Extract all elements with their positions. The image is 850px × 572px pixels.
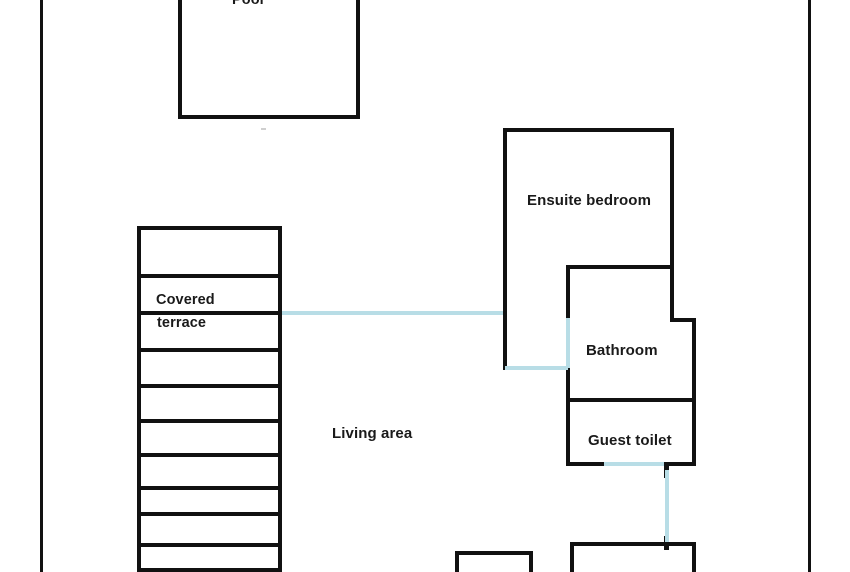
bottom-room-small-wall-left [455,551,459,572]
terrace-slat-1 [137,274,282,278]
bottom-room-large-wall-left [570,542,574,572]
ensuite-wall-left [503,128,507,318]
guest-toilet-jamb-right [662,462,696,466]
door-terrace-to-living [282,311,503,315]
room-label-ensuite-bedroom: Ensuite bedroom [527,192,652,209]
terrace-slat-4 [137,384,282,388]
terrace-slat-6 [137,453,282,457]
guest-toilet-jamb-left [566,462,606,466]
terrace-slat-9 [137,543,282,547]
room-label-guest-toilet: Guest toilet [588,432,672,449]
room-label-covered-terrace-line1: Covered [156,292,215,308]
terrace-slat-3 [137,348,282,352]
terrace-slat-8 [137,512,282,516]
room-label-living-area: Living area [332,425,413,442]
bottom-room-small-wall-right [529,551,533,572]
door-living-to-bathroom [505,366,568,370]
ensuite-wall-bottom [566,265,674,269]
bathroom-wall-left-lower [566,366,570,466]
ensuite-jamb-lower-left [503,318,507,370]
terrace-wall-right [278,226,282,572]
pool-tick-mark [261,128,266,130]
bathroom-wall-bottom [566,398,696,402]
ensuite-wall-top [503,128,674,132]
bathroom-wall-step [670,318,696,322]
property-boundary-left [40,0,43,572]
door-bathroom-west [566,318,570,368]
room-label-bathroom: Bathroom [586,342,658,359]
terrace-wall-left [137,226,141,572]
room-label-covered-terrace-line2: terrace [157,315,207,331]
bathroom-wall-right-lower [692,318,696,466]
terrace-slat-10 [137,568,282,572]
door-guest-toilet-south [604,462,664,466]
terrace-slat-7 [137,486,282,490]
bottom-room-large-wall-top [570,542,696,546]
room-label-pool: Pool [232,0,264,8]
room-pool [178,0,360,119]
bottom-room-small-wall-top [455,551,533,555]
bottom-room-large-wall-right [692,542,696,572]
terrace-slat-2 [137,311,282,315]
door-corridor-vertical [665,470,669,542]
terrace-slat-5 [137,419,282,423]
bathroom-wall-right-upper [670,265,674,322]
ensuite-wall-right [670,128,674,269]
bathroom-wall-left [566,265,570,318]
property-boundary-right [808,0,811,572]
terrace-slat-0 [137,226,282,230]
